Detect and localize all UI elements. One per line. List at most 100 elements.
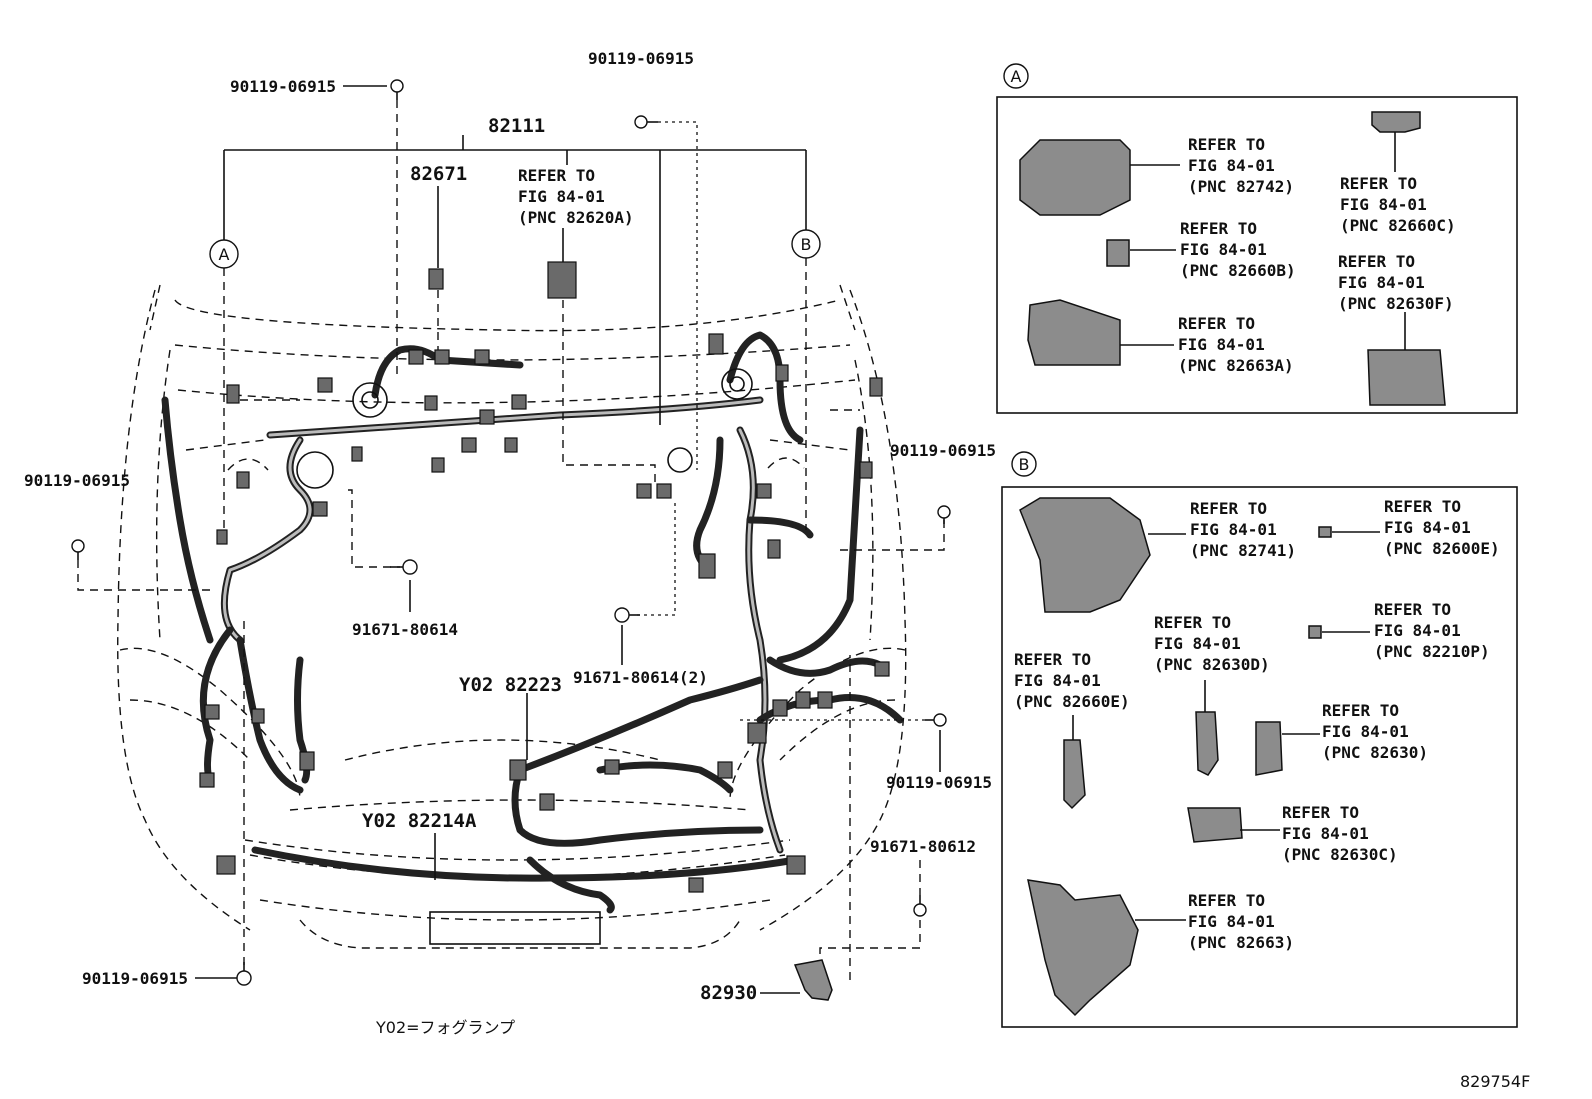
refer-to-text: REFER TO (1384, 497, 1461, 516)
refer-to-text: (PNC 82660C) (1340, 216, 1456, 235)
refer-to-text: REFER TO (1154, 613, 1231, 632)
refer-to-text: FIG 84-01 (1384, 518, 1471, 537)
bracket-82663a-icon (1027, 299, 1121, 366)
refer-to-text: FIG 84-01 (1014, 671, 1101, 690)
bolt-icon (71, 539, 85, 560)
refer-to-text: (PNC 82630F) (1338, 294, 1454, 313)
clip-icon (614, 607, 640, 623)
junction-82663-icon (1027, 879, 1139, 1017)
callout-bolt-right-top: 90119-06915 (890, 441, 996, 460)
refer-main-line-1: REFER TO (518, 166, 595, 185)
panel-b-marker (1011, 451, 1037, 477)
engine-bay-outline (117, 284, 907, 949)
refer-to-text: (PNC 82630D) (1154, 655, 1270, 674)
fasteners (71, 79, 951, 1001)
circle-marker-b: B (791, 229, 821, 259)
refer-to-text: REFER TO (1190, 499, 1267, 518)
junction-82630f-icon (1367, 349, 1446, 406)
callout-bolt-bottom-left: 90119-06915 (82, 969, 188, 988)
callout-harness-82111: 82111 (488, 115, 545, 137)
refer-to-text: (PNC 82660E) (1014, 692, 1130, 711)
callout-clip-left: 91671-80614 (352, 620, 458, 639)
refer-to-text: (PNC 82660B) (1180, 261, 1296, 280)
bracket-82630c-icon (1187, 807, 1243, 843)
callout-bumper-harness: Y02 82214A (362, 810, 477, 832)
bolt-icon (925, 713, 947, 727)
callout-bolt-right-low: 90119-06915 (886, 773, 992, 792)
refer-to-text: REFER TO (1180, 219, 1257, 238)
refer-to-text: (PNC 82663A) (1178, 356, 1294, 375)
refer-to-text: REFER TO (1178, 314, 1255, 333)
panel-b: B REFER TO FIG 84-01 (PNC 82741) REFER T… (1001, 451, 1518, 1028)
refer-to-text: FIG 84-01 (1340, 195, 1427, 214)
refer-to-text: REFER TO (1188, 135, 1265, 154)
callout-bolt-top-mid: 90119-06915 (588, 49, 694, 68)
refer-to-text: FIG 84-01 (1338, 273, 1425, 292)
refer-to-text: FIG 84-01 (1180, 240, 1267, 259)
callout-bolt-top-left: 90119-06915 (230, 77, 336, 96)
refer-to-text: FIG 84-01 (1374, 621, 1461, 640)
figure-id: 829754F (1460, 1072, 1530, 1091)
svg-text:A: A (219, 245, 230, 264)
refer-to-text: (PNC 82663) (1188, 933, 1294, 952)
relay-box-82742-icon (1019, 139, 1131, 216)
callout-fog-harness: Y02 82223 (459, 674, 562, 696)
relay-82660b-icon (1106, 239, 1130, 267)
callout-clip-right-low: 91671-80612 (870, 837, 976, 856)
refer-to-text: (PNC 82600E) (1384, 539, 1500, 558)
refer-to-text: REFER TO (1322, 701, 1399, 720)
refer-to-text: REFER TO (1282, 803, 1359, 822)
bolt-icon (937, 505, 951, 524)
refer-to-text: FIG 84-01 (1154, 634, 1241, 653)
refer-to-text: (PNC 82630) (1322, 743, 1428, 762)
refer-to-text: FIG 84-01 (1322, 722, 1409, 741)
bolt-icon (236, 962, 252, 986)
fuse-82210p-icon (1308, 625, 1322, 639)
grommets (296, 368, 753, 489)
refer-main-line-3: (PNC 82620A) (518, 208, 634, 227)
circle-marker-a: A (209, 239, 239, 269)
callout-sensor-82930: 82930 (700, 982, 757, 1004)
refer-to-text: (PNC 82741) (1190, 541, 1296, 560)
relay-82600e-icon (1318, 526, 1332, 538)
footnote: Y02=フォグランプ (375, 1018, 515, 1037)
bolt-icon (390, 79, 404, 100)
panel-b-frame (1001, 486, 1518, 1028)
refer-to-text: FIG 84-01 (1178, 335, 1265, 354)
callout-labels: 90119-06915 90119-06915 82111 82671 REFE… (24, 49, 1530, 1091)
refer-to-text: FIG 84-01 (1188, 912, 1275, 931)
refer-to-text: REFER TO (1338, 252, 1415, 271)
refer-to-text: (PNC 82630C) (1282, 845, 1398, 864)
connector-82630d-icon (1195, 711, 1219, 776)
refer-to-text: REFER TO (1340, 174, 1417, 193)
panel-b-label: B (1019, 455, 1030, 474)
relay-82660e-icon (1063, 739, 1086, 810)
refer-to-text: (PNC 82742) (1188, 177, 1294, 196)
main-harness-drawing (161, 331, 904, 914)
refer-to-text: FIG 84-01 (1282, 824, 1369, 843)
panel-a-label: A (1011, 67, 1022, 86)
refer-to-text: REFER TO (1014, 650, 1091, 669)
svg-text:B: B (801, 235, 812, 254)
callout-part-82671: 82671 (410, 163, 467, 185)
panel-a-frame (996, 96, 1518, 414)
bracket-82660c-icon (1371, 111, 1421, 133)
clip-icon (390, 559, 418, 575)
relay-box-82741-icon (1019, 497, 1151, 613)
panel-a-marker (1003, 63, 1029, 89)
leader-lines (77, 85, 945, 994)
refer-to-text: (PNC 82210P) (1374, 642, 1490, 661)
sensor-82930-icon (793, 959, 833, 1001)
bolt-icon (634, 115, 658, 129)
panel-a: A REFER TO FIG 84-01 (PNC 82742) REFER T… (996, 63, 1518, 414)
harness-connectors (199, 261, 890, 893)
refer-main-line-2: FIG 84-01 (518, 187, 605, 206)
connector-82630-icon (1255, 721, 1283, 776)
callout-bolt-left: 90119-06915 (24, 471, 130, 490)
refer-to-text: FIG 84-01 (1188, 156, 1275, 175)
refer-to-text: REFER TO (1188, 891, 1265, 910)
callout-clip-mid: 91671-80614(2) (573, 668, 708, 687)
refer-to-text: FIG 84-01 (1190, 520, 1277, 539)
refer-to-text: REFER TO (1374, 600, 1451, 619)
